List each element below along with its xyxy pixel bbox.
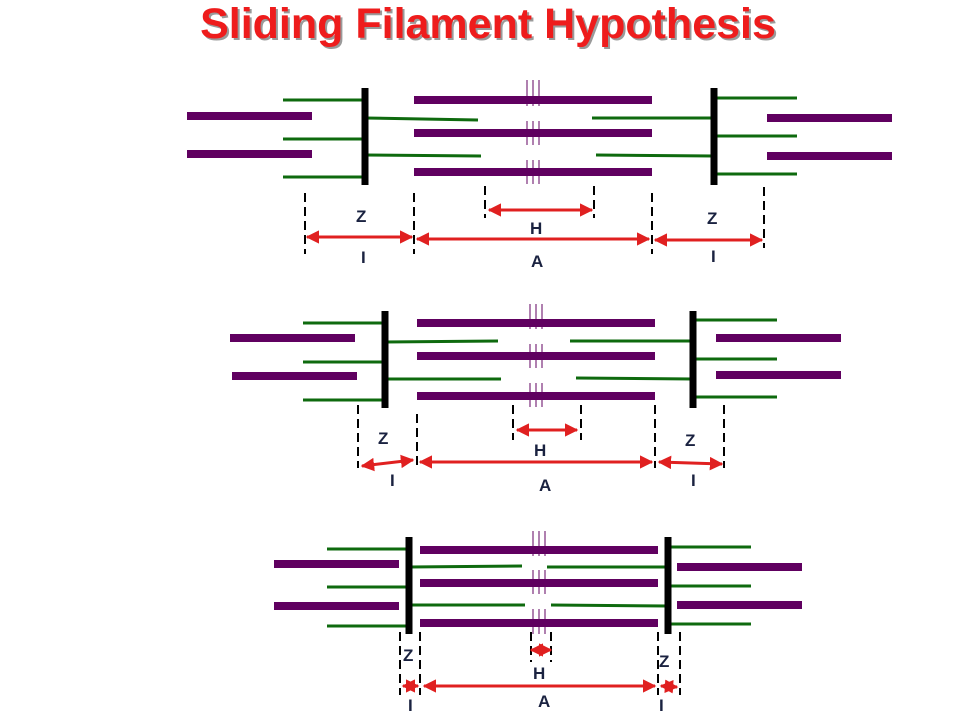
thick-filaments-outer: [230, 334, 841, 380]
h-zone-label: H: [530, 219, 542, 238]
i-band-label: I: [408, 696, 413, 715]
m-line: [529, 304, 543, 407]
band-arrows: [401, 643, 679, 694]
band-boundaries: [304, 186, 765, 254]
a-band-label: A: [538, 692, 550, 711]
z-line-label: Z: [659, 652, 669, 671]
z-lines: [381, 311, 697, 408]
band-boundaries: [357, 405, 725, 468]
i-band-arrow: [657, 455, 724, 471]
thick-filaments-outer: [274, 560, 802, 610]
h-zone-label: H: [533, 664, 545, 683]
h-zone-label: H: [534, 441, 546, 460]
a-band-label: A: [531, 252, 543, 271]
z-line-label: Z: [356, 207, 366, 226]
i-band-arrow: [360, 454, 415, 472]
a-band-label: A: [539, 476, 551, 495]
i-band-label: I: [390, 471, 395, 490]
sarcomere-partially-contracted: Z Z H I A I: [230, 304, 841, 495]
i-band-label: I: [711, 247, 716, 266]
m-line: [526, 80, 540, 184]
band-arrows: [360, 423, 724, 472]
i-band-label: I: [691, 471, 696, 490]
sarcomere-relaxed: Z Z H I A I: [187, 80, 892, 271]
z-line-label: Z: [403, 646, 413, 665]
band-arrows: [305, 203, 764, 247]
thin-filaments: [327, 545, 751, 628]
sarcomere-fully-contracted: Z Z H I A I: [274, 531, 802, 715]
thin-filaments: [303, 318, 777, 402]
thin-filaments: [283, 96, 797, 179]
slide-title: Sliding Filament Hypothesis: [200, 0, 776, 48]
m-line: [532, 531, 546, 634]
z-lines: [361, 88, 718, 185]
z-line-label: Z: [685, 431, 695, 450]
i-band-arrow: [659, 679, 679, 694]
i-band-label: I: [659, 696, 664, 715]
z-line-label: Z: [707, 209, 717, 228]
z-line-label: Z: [378, 429, 388, 448]
thick-filaments-outer: [187, 112, 892, 160]
z-lines: [405, 537, 672, 634]
i-band-label: I: [361, 248, 366, 267]
